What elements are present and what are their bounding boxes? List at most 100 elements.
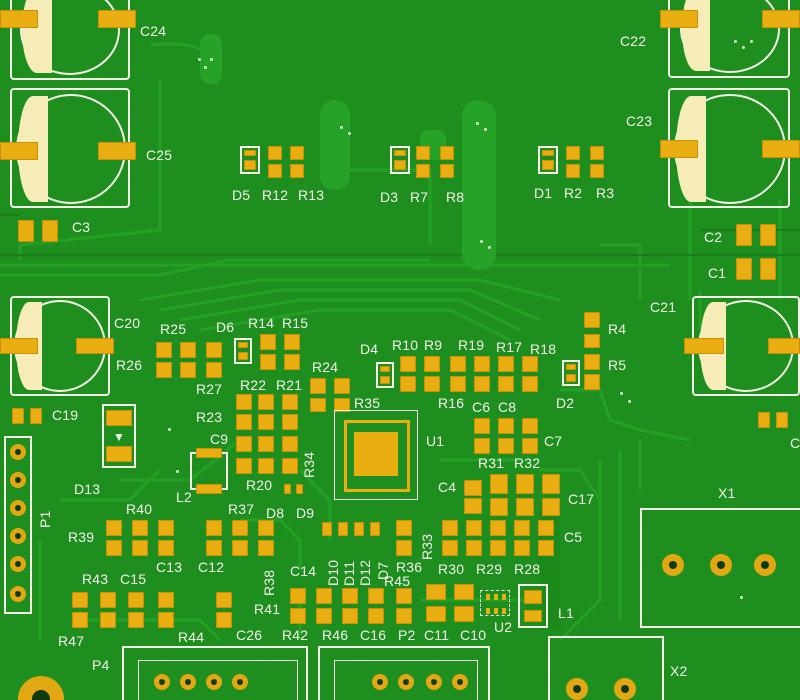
pad: [100, 612, 116, 628]
label-c25: C25: [146, 147, 173, 163]
pad: [400, 376, 416, 392]
pad: [684, 338, 724, 354]
label-c6: C6: [472, 399, 491, 415]
pad: [12, 408, 24, 424]
via: [204, 66, 207, 69]
pad: [258, 520, 274, 536]
pad: [290, 588, 306, 604]
pad: [310, 378, 326, 394]
chip-u2-outline: [480, 590, 510, 616]
pad: [474, 356, 490, 372]
pad: [498, 438, 514, 454]
pad: [98, 142, 136, 160]
label-c8: C8: [498, 399, 517, 415]
header-p1-outline: [4, 436, 32, 614]
label-c3: C3: [72, 219, 91, 235]
label-c10: C10: [460, 627, 487, 643]
pad: [30, 408, 42, 424]
via: [476, 122, 479, 125]
pin: [566, 678, 588, 700]
label-r19: R19: [458, 337, 485, 353]
pad: [566, 164, 580, 178]
pad: [206, 362, 222, 378]
pad: [206, 342, 222, 358]
pad: [450, 376, 466, 392]
label-c22: C22: [620, 33, 647, 49]
pad: [106, 446, 132, 462]
via: [740, 596, 743, 599]
pad: [464, 480, 482, 496]
via: [734, 40, 737, 43]
pad: [258, 394, 274, 410]
pad: [282, 414, 298, 430]
label-r38: R38: [261, 569, 277, 596]
pad: [760, 258, 776, 280]
pad: [502, 608, 506, 614]
via: [484, 128, 487, 131]
pad: [100, 592, 116, 608]
label-p4: P4: [92, 657, 110, 673]
label-p2: P2: [398, 627, 416, 643]
pad: [0, 10, 38, 28]
pad: [394, 160, 406, 170]
led-d3-outline: [390, 146, 410, 174]
pad: [464, 498, 482, 514]
pad: [440, 164, 454, 178]
connector-x2-outline: [548, 636, 664, 700]
via: [742, 46, 745, 49]
label-r20: R20: [246, 477, 273, 493]
label-c19: C19: [52, 407, 79, 423]
label-r45: R45: [384, 573, 411, 589]
label-r46: R46: [322, 627, 349, 643]
pad: [538, 540, 554, 556]
pad: [426, 606, 446, 622]
pad: [290, 146, 304, 160]
pad: [584, 374, 600, 390]
via: [168, 428, 171, 431]
pad: [18, 220, 34, 242]
pad: [542, 160, 554, 170]
pin: [662, 554, 684, 576]
pad: [776, 412, 788, 428]
pad: [502, 594, 506, 600]
pad: [542, 474, 560, 494]
label-d2: D2: [556, 395, 575, 411]
label-r5: R5: [608, 357, 627, 373]
pad: [282, 436, 298, 452]
pad: [368, 588, 384, 604]
label-r44: R44: [178, 629, 205, 645]
label-r13: R13: [298, 187, 325, 203]
pad: [316, 608, 332, 624]
pin: [10, 472, 26, 488]
pin: [398, 674, 414, 690]
pad: [466, 520, 482, 536]
inductor-l1-outline: [518, 584, 548, 628]
pad: [334, 378, 350, 394]
pad: [258, 540, 274, 556]
pad: [426, 584, 446, 600]
pad: [196, 484, 222, 494]
pad: [584, 334, 600, 348]
label-r2: R2: [564, 185, 583, 201]
pad: [98, 10, 136, 28]
connector-x1-outline: [640, 508, 800, 628]
pad: [258, 414, 274, 430]
label-r33: R33: [419, 533, 435, 560]
capacitor-c24: [10, 0, 130, 80]
label-c7: C7: [544, 433, 563, 449]
label-r3: R3: [596, 185, 615, 201]
pad: [196, 448, 222, 458]
label-r34: R34: [301, 451, 317, 478]
label-r15: R15: [282, 315, 309, 331]
pad: [260, 354, 276, 370]
pad: [72, 612, 88, 628]
pad: [76, 338, 114, 354]
label-d13: D13: [74, 481, 101, 497]
pad: [498, 418, 514, 434]
capacitor-c24-ring: [20, 0, 120, 75]
label-r18: R18: [530, 341, 557, 357]
pad: [296, 484, 303, 494]
connector-p2-outline: [318, 646, 490, 700]
label-r41: R41: [254, 601, 281, 617]
pad: [216, 592, 232, 608]
